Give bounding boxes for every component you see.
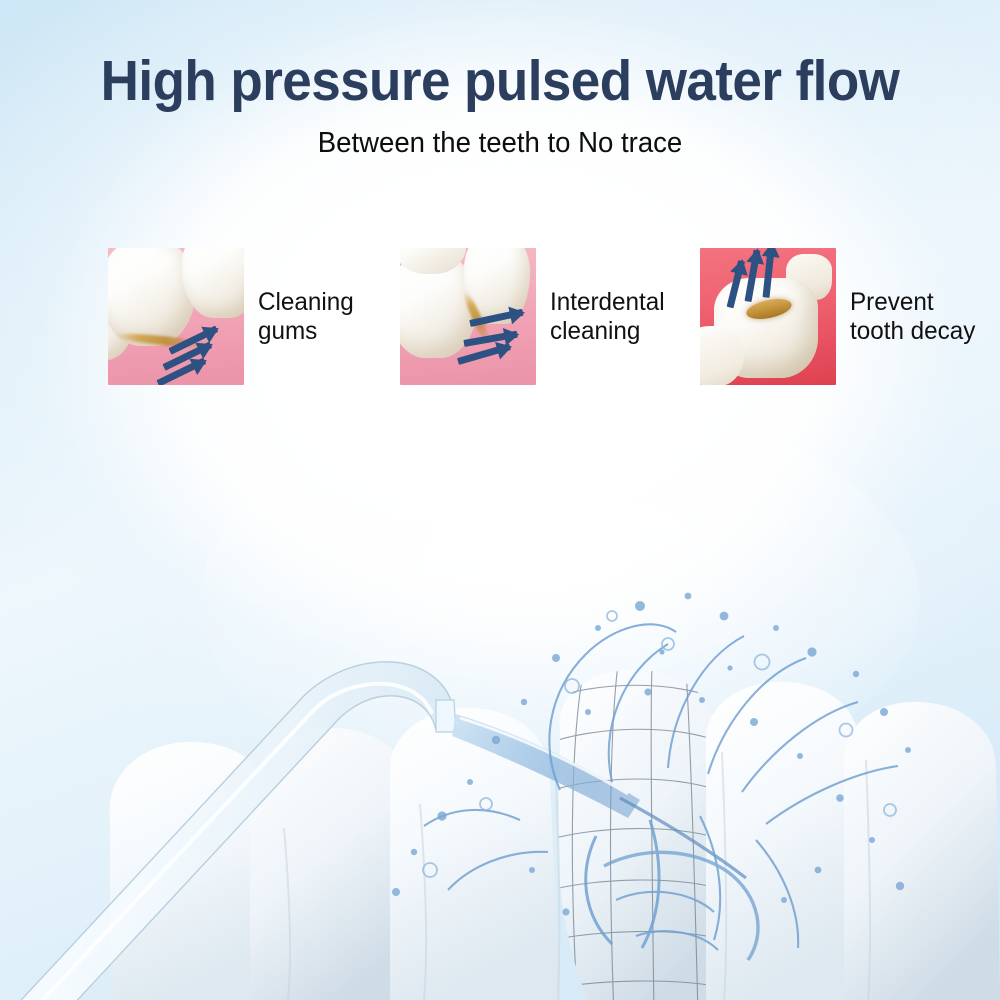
prevent-tooth-decay-thumbnail [700, 248, 836, 385]
tooth-creases [283, 751, 872, 1000]
tooth-shape [389, 707, 560, 1000]
tooth-shape [843, 701, 1000, 1000]
feature-cleaning-gums: Cleaning gums [108, 248, 357, 385]
splash-droplets [392, 592, 911, 916]
hero-scene [0, 400, 1000, 1000]
feature-row: Cleaning gums Interdental cleaning [0, 248, 1000, 388]
cleaning-gums-thumbnail [108, 248, 244, 385]
jet-tail [619, 796, 747, 880]
splash-ring-droplets [422, 610, 897, 878]
feature-label: Interdental cleaning [550, 287, 665, 345]
teeth-row [109, 669, 1000, 1000]
hero-illustration [20, 400, 1000, 1000]
tooth-icon [182, 248, 244, 318]
tooth-icon [700, 326, 744, 385]
tooth-shape [558, 669, 725, 1000]
header: High pressure pulsed water flow Between … [0, 0, 1000, 160]
page-title: High pressure pulsed water flow [100, 49, 900, 113]
tooth-shape [249, 727, 424, 1000]
tooth-icon [108, 248, 196, 346]
jet-highlight [459, 716, 629, 796]
feature-label: Cleaning gums [258, 287, 354, 345]
nozzle-highlight [39, 681, 434, 1000]
page-subtitle: Between the teeth to No trace [317, 127, 683, 159]
feature-interdental-cleaning: Interdental cleaning [400, 248, 668, 385]
water-splash [423, 623, 899, 961]
feature-label: Prevent tooth decay [850, 287, 976, 345]
tooth-shape [705, 681, 868, 1000]
water-flosser-nozzle [20, 661, 457, 1000]
nozzle-tip [435, 699, 457, 733]
interdental-cleaning-thumbnail [400, 248, 536, 385]
feature-prevent-tooth-decay: Prevent tooth decay [700, 248, 979, 385]
